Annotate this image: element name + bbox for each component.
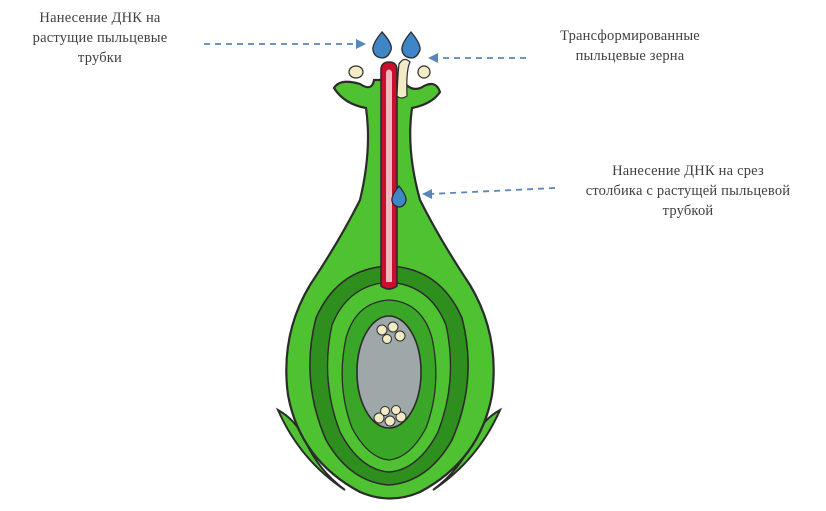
label-transformed-pollen-grains: Трансформированные пыльцевые зерна <box>535 26 725 66</box>
label-line: растущие пыльцевые <box>6 28 194 48</box>
label-line: Нанесение ДНК на <box>6 8 194 28</box>
label-line: пыльцевые зерна <box>535 46 725 66</box>
label-dna-on-style-cut: Нанесение ДНК на срез столбика с растуще… <box>555 161 821 221</box>
arrow-dna-style-cut <box>430 188 555 194</box>
label-line: столбика с растущей пыльцевой <box>555 181 821 201</box>
label-dna-on-pollen-tubes: Нанесение ДНК на растущие пыльцевые труб… <box>6 8 194 68</box>
label-line: Трансформированные <box>535 26 725 46</box>
pollen-tube-core <box>386 70 392 283</box>
label-line: трубкой <box>555 201 821 221</box>
label-line: Нанесение ДНК на срез <box>555 161 821 181</box>
label-line: трубки <box>6 48 194 68</box>
